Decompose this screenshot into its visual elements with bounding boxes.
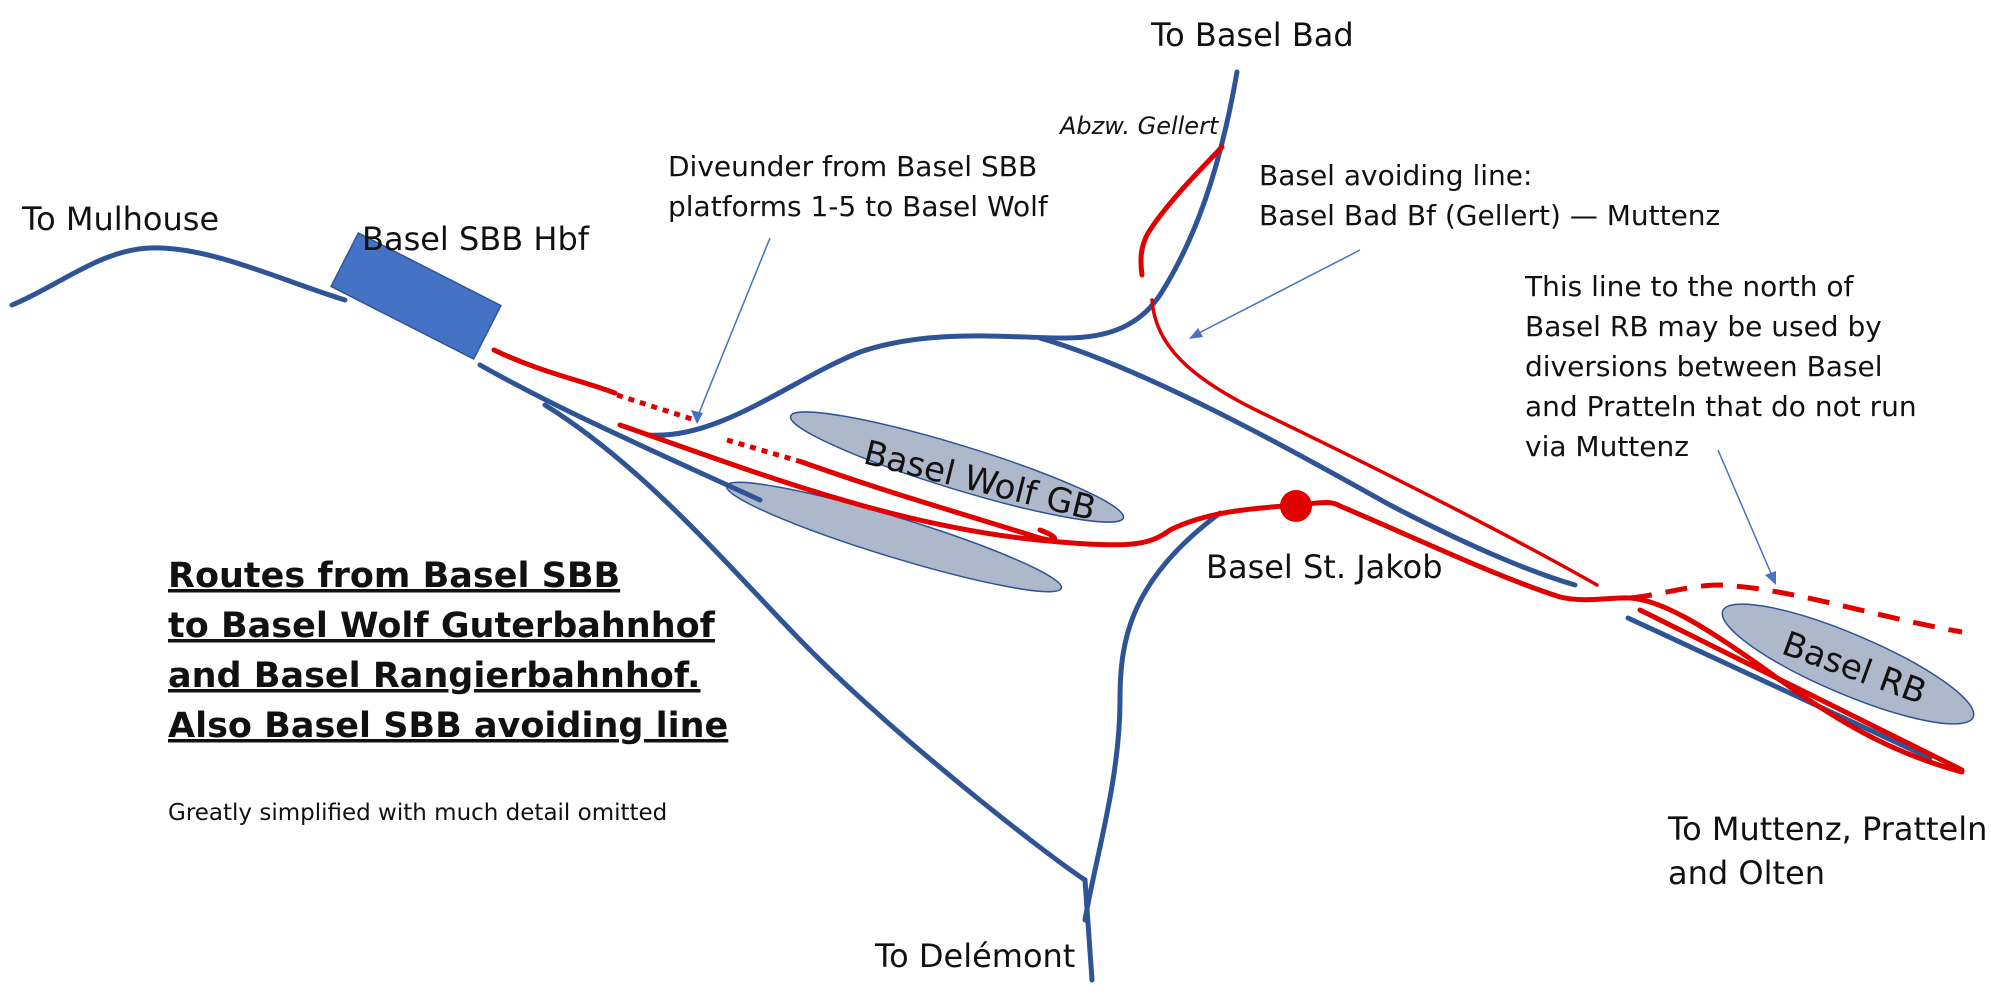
- diveunder-note-line1: Diveunder from Basel SBB: [668, 150, 1037, 183]
- labels: To Mulhouse Basel SBB Hbf To Basel Bad A…: [21, 16, 1987, 975]
- label-abzw-gellert: Abzw. Gellert: [1058, 112, 1220, 140]
- red-routes: [491, 144, 1965, 775]
- diveunder-note-line2: platforms 1-5 to Basel Wolf: [668, 190, 1049, 223]
- avoiding-arrow-line: [1194, 249, 1361, 336]
- track-wolf-upper: [645, 69, 1240, 438]
- track-stjakob-to-delemont: [1082, 510, 1223, 923]
- track-sbb-to-muttenz-main: [477, 362, 763, 503]
- track-mulhouse: [9, 245, 348, 308]
- diagram-subtitle: Greatly simplified with much detail omit…: [168, 800, 667, 826]
- annotation-arrows: [691, 237, 1776, 585]
- route-diveunder-dotted: [616, 392, 696, 423]
- north-arrow-line: [1717, 449, 1774, 579]
- diveunder-arrowhead: [691, 410, 703, 424]
- avoiding-note-line2: Basel Bad Bf (Gellert) — Muttenz: [1259, 199, 1720, 232]
- avoiding-arrowhead: [1189, 328, 1203, 339]
- avoiding-note-line1: Basel avoiding line:: [1259, 159, 1532, 192]
- blue-tracks: [9, 69, 1933, 983]
- route-rb-parallel: [1637, 607, 1965, 773]
- basel-sbb-station-block: [330, 231, 502, 361]
- diveunder-arrow-line: [696, 237, 771, 419]
- basel-wolf-yard: [789, 411, 1125, 523]
- north-note-line2: Basel RB may be used by: [1525, 310, 1882, 343]
- track-delemont-line: [1082, 877, 1095, 983]
- label-basel-st-jakob: Basel St. Jakob: [1206, 548, 1443, 586]
- north-note-line4: and Pratteln that do not run: [1525, 390, 1917, 423]
- label-to-mulhouse: To Mulhouse: [21, 200, 219, 238]
- basel-rb-yard: [1721, 603, 1975, 725]
- label-to-muttenz-line1: To Muttenz, Pratteln: [1667, 810, 1987, 848]
- route-sbb-approach: [491, 347, 618, 396]
- north-arrowhead: [1765, 571, 1776, 585]
- label-basel-sbb-hbf: Basel SBB Hbf: [362, 220, 590, 258]
- yards: [725, 411, 1975, 725]
- route-north-rb-dashed: [1629, 582, 1963, 635]
- diagram-title-line2: to Basel Wolf Guterbahnhof: [168, 606, 716, 646]
- route-gellert-stub: [1138, 144, 1225, 278]
- diagram-title-line4: Also Basel SBB avoiding line: [168, 706, 728, 746]
- route-avoiding-line: [1150, 298, 1599, 587]
- north-note-line5: via Muttenz: [1525, 430, 1689, 463]
- track-upper-to-muttenz: [1037, 335, 1578, 588]
- diagram-title-line3: and Basel Rangierbahnhof.: [168, 656, 700, 696]
- label-to-delemont: To Delémont: [874, 937, 1075, 975]
- north-note-line1: This line to the north of: [1524, 270, 1855, 303]
- diagram-title-line1: Routes from Basel SBB: [168, 556, 620, 596]
- route-wolf-siding: [799, 459, 1057, 543]
- label-to-muttenz-line2: and Olten: [1668, 854, 1825, 892]
- track-rb-lower: [1625, 615, 1933, 761]
- label-to-basel-bad: To Basel Bad: [1150, 16, 1354, 54]
- route-wolf-upper-dotted: [726, 437, 803, 465]
- basel-st-jakob-marker: [1280, 490, 1312, 522]
- north-note-line3: diversions between Basel: [1525, 350, 1883, 383]
- track-sbb-to-delemont: [542, 402, 1088, 883]
